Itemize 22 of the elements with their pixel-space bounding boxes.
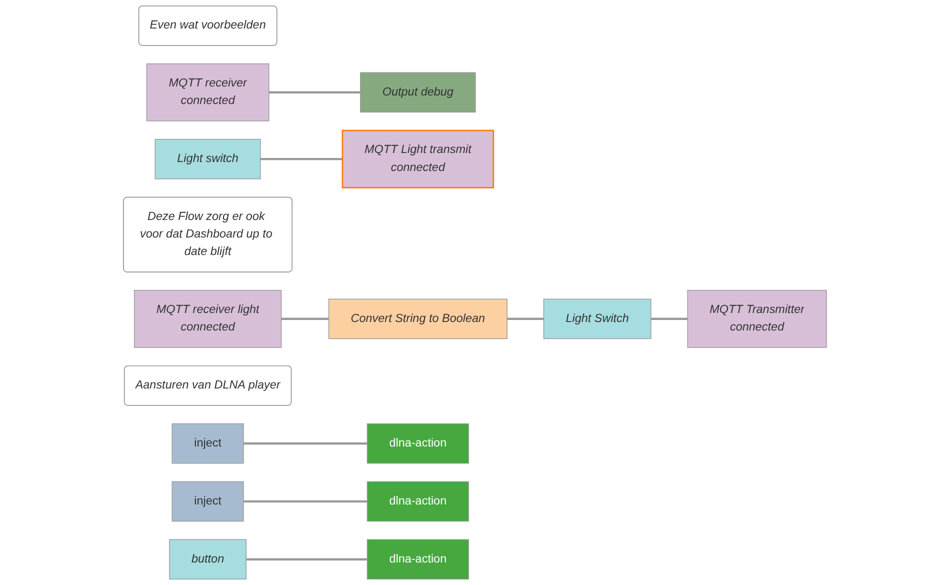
node-box: inject (172, 423, 244, 464)
node-box: MQTT receiver light connected (134, 290, 282, 348)
node-box: Light switch (154, 138, 261, 180)
node-box: button (169, 539, 246, 580)
node-box: Light Switch (543, 298, 652, 340)
node-box: MQTT Light transmit connected (342, 130, 494, 188)
node-box: dlna-action (366, 481, 469, 522)
node-box: Convert String to Boolean (328, 298, 508, 340)
node-box: MQTT receiver connected (146, 63, 270, 122)
node-box: Output debug (360, 72, 476, 113)
connector (244, 442, 368, 445)
node-box: dlna-action (366, 539, 469, 580)
connector (246, 558, 368, 560)
node-box: dlna-action (366, 423, 469, 464)
node-box: inject (172, 481, 244, 522)
connector (507, 318, 544, 320)
node-box: MQTT Transmitter connected (687, 290, 827, 348)
connector (260, 158, 342, 160)
connector (268, 91, 360, 94)
connector (281, 318, 329, 320)
connector (650, 318, 688, 320)
connector (244, 500, 368, 503)
